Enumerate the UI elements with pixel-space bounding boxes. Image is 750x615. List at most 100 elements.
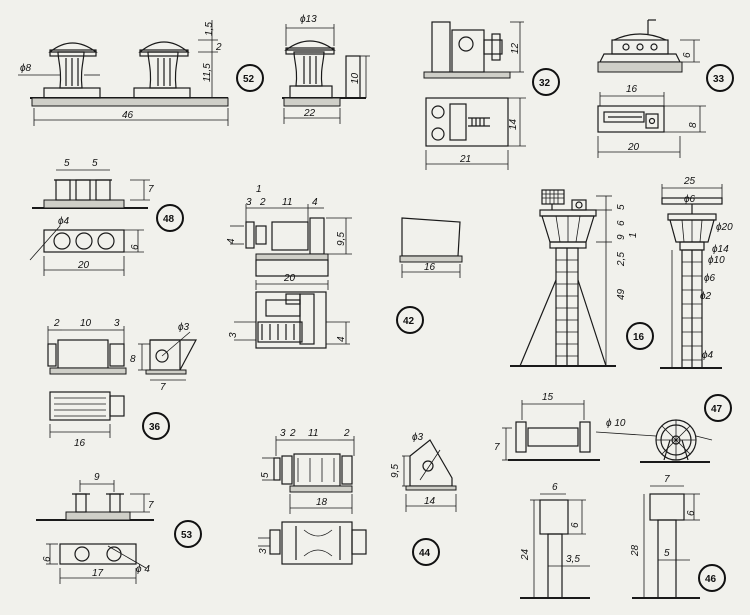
fig36-dim-a: 2 <box>53 318 60 329</box>
svg-text:36: 36 <box>149 422 161 433</box>
fig44-height-2: 3 <box>258 548 269 554</box>
svg-text:44: 44 <box>419 548 431 559</box>
mid-dim-c: 11 <box>282 197 292 208</box>
fig52b-diameter: ϕ13 <box>300 14 317 25</box>
figure-52-double-bollard: ϕ8 1,5 2 11,5 46 <box>18 20 229 126</box>
fig16-dim-b: 6 <box>616 220 627 226</box>
fig16-dim-a: 5 <box>616 204 627 210</box>
mid-height: 4 <box>226 238 237 244</box>
figure-36-capstan: 2 10 3 ϕ3 8 7 16 <box>47 318 197 449</box>
figure-winch-middle: 1 3 2 11 4 4 9,5 20 3 4 <box>226 184 352 349</box>
mid-height-2: 9,5 <box>336 232 347 246</box>
fig36-width-2: 16 <box>74 438 86 449</box>
fig52b-width: 22 <box>303 108 316 119</box>
badge-44: 44 <box>412 538 440 566</box>
fig44-height-3: 9,5 <box>390 464 401 478</box>
badge-46: 46 <box>698 564 726 592</box>
figure-44-winch: 3 2 11 2 5 18 3 ϕ3 9,5 14 <box>258 428 457 565</box>
svg-text:42: 42 <box>403 316 415 327</box>
figure-32-winch: 12 14 21 <box>423 21 526 170</box>
fig32-height: 12 <box>510 42 521 54</box>
figure-42-block: 16 <box>399 217 463 278</box>
svg-text:32: 32 <box>539 78 551 89</box>
figure-46-posts: 6 6 24 3,5 7 6 28 5 <box>520 474 700 599</box>
fig47-height: 7 <box>494 442 500 453</box>
figure-16-mast: 5 6 9 1 2,5 49 <box>510 189 639 367</box>
fig47-top-d3: ϕ14 <box>712 244 729 255</box>
figure-47-mast: 25 ϕ6 ϕ20 ϕ14 ϕ10 ϕ6 ϕ2 ϕ4 <box>660 176 733 369</box>
fig52-dim-b: 2 <box>215 42 222 53</box>
svg-text:48: 48 <box>163 214 175 225</box>
fig46-dim-a2: 7 <box>664 474 670 485</box>
fig44-dim-e: 2 <box>343 428 350 439</box>
mid-height-3: 3 <box>228 332 239 338</box>
badge-42: 42 <box>396 306 424 334</box>
mid-width: 20 <box>283 273 296 284</box>
fig16-dim-e: 2,5 <box>616 252 627 267</box>
fig52-dim-c: 11,5 <box>202 63 213 82</box>
fig36-dim-b: 10 <box>80 318 92 329</box>
fig32-height-2: 14 <box>508 118 519 130</box>
fig48-width: 20 <box>77 260 90 271</box>
badge-47: 47 <box>704 394 732 422</box>
mid-dim-e: 4 <box>312 197 318 208</box>
fig47-width: 15 <box>542 392 554 403</box>
badge-48: 48 <box>156 204 184 232</box>
fig52-dim-a: 1,5 <box>204 22 215 36</box>
badge-16: 16 <box>626 322 654 350</box>
fig44-diameter: ϕ3 <box>412 432 424 443</box>
fig48-diameter: ϕ4 <box>58 216 70 227</box>
fig47-top-d1: ϕ6 <box>684 194 696 205</box>
figure-52-single-bollard: ϕ13 10 22 <box>282 14 370 124</box>
fig52-diameter: ϕ8 <box>20 63 32 74</box>
figure-53-double-bitt: 9 7 6 ϕ 4 17 <box>36 472 154 584</box>
fig46-dim-c: 3,5 <box>566 554 580 565</box>
fig48-dim-b: 5 <box>92 158 98 169</box>
mid-dim-n: 1 <box>256 184 262 195</box>
svg-text:47: 47 <box>711 404 723 415</box>
fig16-dim-f: 49 <box>616 288 627 300</box>
fig47-diameter: ϕ 10 <box>606 418 626 429</box>
fig53-dim-a: 9 <box>94 472 100 483</box>
fig36-diameter: ϕ3 <box>178 322 190 333</box>
fig33-height-2: 8 <box>688 122 699 128</box>
fig16-dim-c: 9 <box>616 234 627 240</box>
fig33-width: 16 <box>626 84 638 95</box>
fig53-height: 7 <box>148 500 154 511</box>
fig36-height: 8 <box>130 354 136 365</box>
fig46-dim-b2: 6 <box>686 510 697 516</box>
fig46-height-2: 28 <box>630 544 641 557</box>
fig44-width: 18 <box>316 497 328 508</box>
fig46-dim-a: 6 <box>552 482 558 493</box>
fig52-width: 46 <box>122 110 134 121</box>
fig47-top-d5: ϕ6 <box>704 273 716 284</box>
fig32-width: 21 <box>459 154 471 165</box>
fig44-dim-a: 3 <box>280 428 286 439</box>
mid-dim-a: 3 <box>246 197 252 208</box>
fig53-width: 17 <box>92 568 104 579</box>
fig53-height-2: 6 <box>42 556 53 562</box>
svg-text:16: 16 <box>633 332 645 343</box>
badge-52: 52 <box>236 64 264 92</box>
fig47-top-width: 25 <box>683 176 696 187</box>
svg-text:52: 52 <box>243 74 255 85</box>
svg-text:53: 53 <box>181 530 193 541</box>
fig48-height-2: 6 <box>130 244 141 250</box>
badge-53: 53 <box>174 520 202 548</box>
fig42-width: 16 <box>424 262 436 273</box>
fig46-dim-b: 6 <box>570 522 581 528</box>
svg-text:46: 46 <box>705 574 717 585</box>
fig33-width-2: 20 <box>627 142 640 153</box>
fig47-top-d4: ϕ10 <box>708 255 725 266</box>
fig47-top-d6: ϕ2 <box>700 291 712 302</box>
fig44-dim-b: 2 <box>289 428 296 439</box>
fig44-width-2: 14 <box>424 496 436 507</box>
svg-text:33: 33 <box>713 74 725 85</box>
figure-47-drum-wheel: 15 7 ϕ 10 <box>494 392 713 463</box>
figure-48-triple-bitt: 5 5 7 ϕ4 6 20 <box>29 158 154 276</box>
fig16-dim-d: 1 <box>628 232 639 238</box>
fig52b-height: 10 <box>350 72 361 84</box>
fig53-diameter: ϕ 4 <box>136 564 150 575</box>
